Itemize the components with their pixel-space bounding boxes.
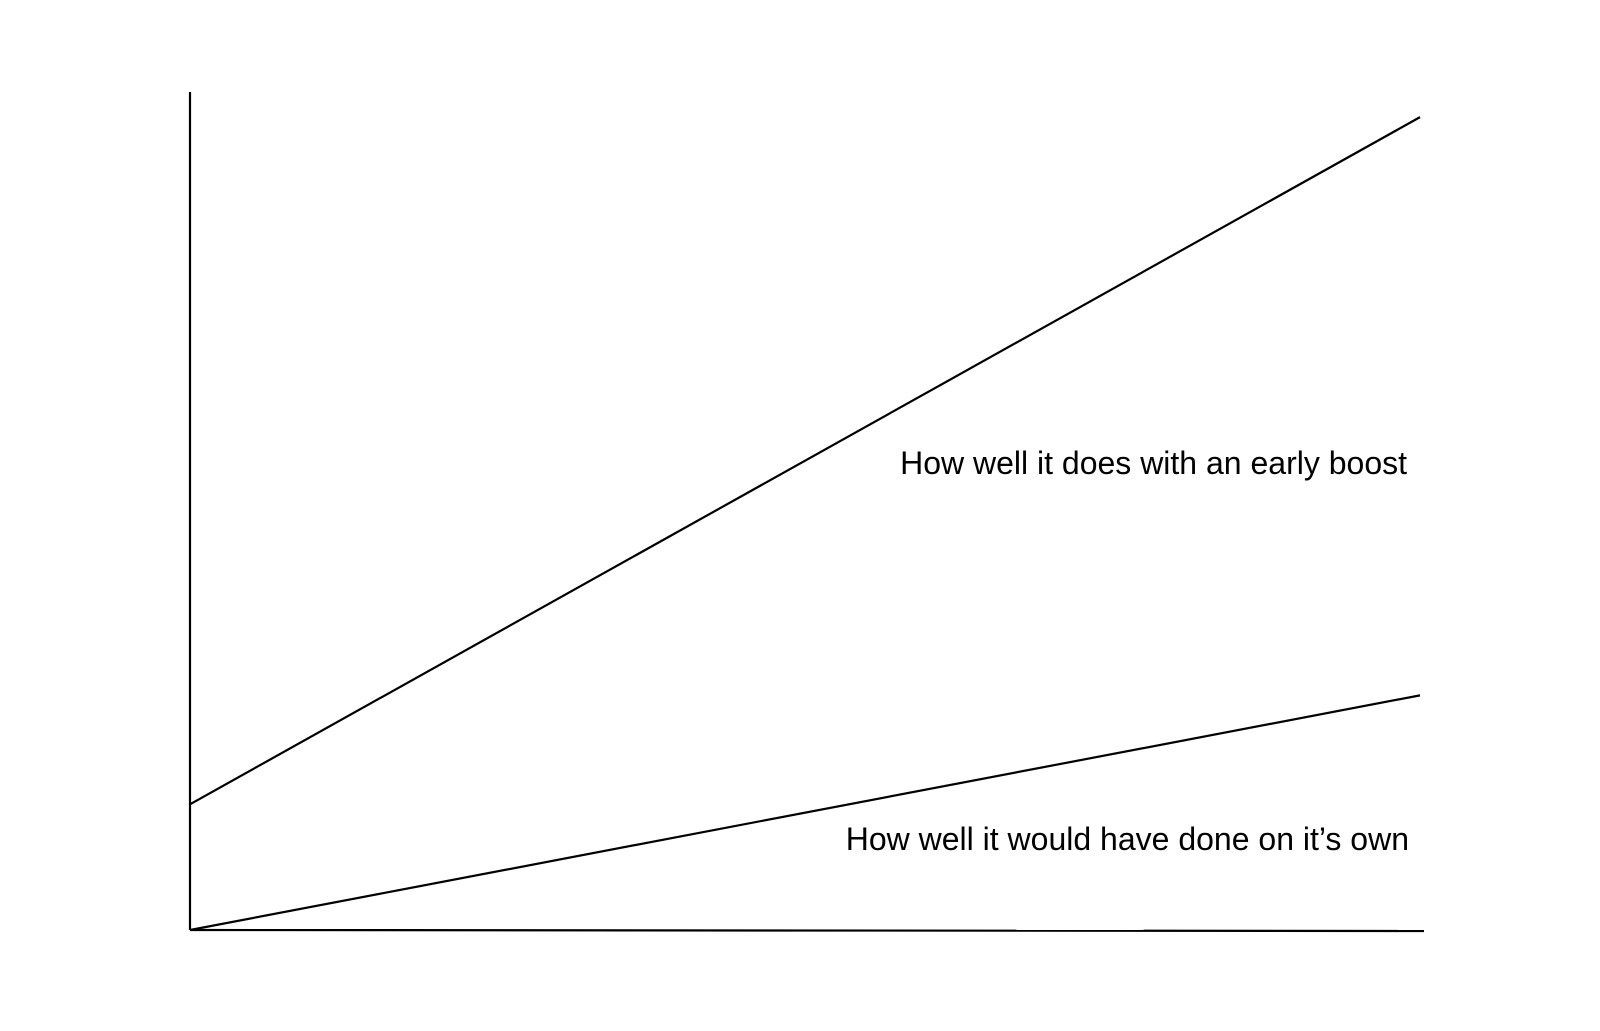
series-line-early-boost (189, 116, 1421, 806)
series-label-on-its-own: How well it would have done on it’s own (846, 821, 1409, 857)
x-axis (189, 928, 1425, 933)
series-label-early-boost: How well it does with an early boost (900, 445, 1407, 481)
series-line-on-its-own (189, 694, 1421, 932)
